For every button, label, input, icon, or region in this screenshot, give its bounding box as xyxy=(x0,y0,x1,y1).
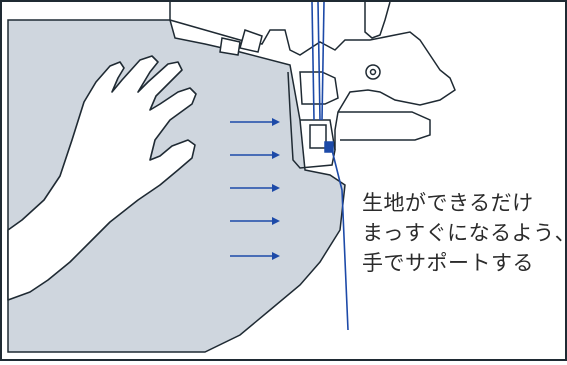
arrow-head xyxy=(272,118,280,126)
arrow-head xyxy=(272,217,280,225)
caption-line-3: 手でサポートする xyxy=(362,251,534,275)
hand xyxy=(7,55,197,301)
arrow-head xyxy=(272,184,280,192)
caption-line-2: まっすぐになるよう、 xyxy=(362,221,567,245)
arrow-head xyxy=(272,252,280,260)
caption-line-1: 生地ができるだけ xyxy=(362,191,534,215)
sewing-machine xyxy=(169,1,456,169)
feed-direction-arrows xyxy=(230,118,280,260)
arrow-head xyxy=(272,151,280,159)
caption: 生地ができるだけ まっすぐになるよう、 手でサポートする xyxy=(362,188,567,278)
threads xyxy=(311,1,349,331)
